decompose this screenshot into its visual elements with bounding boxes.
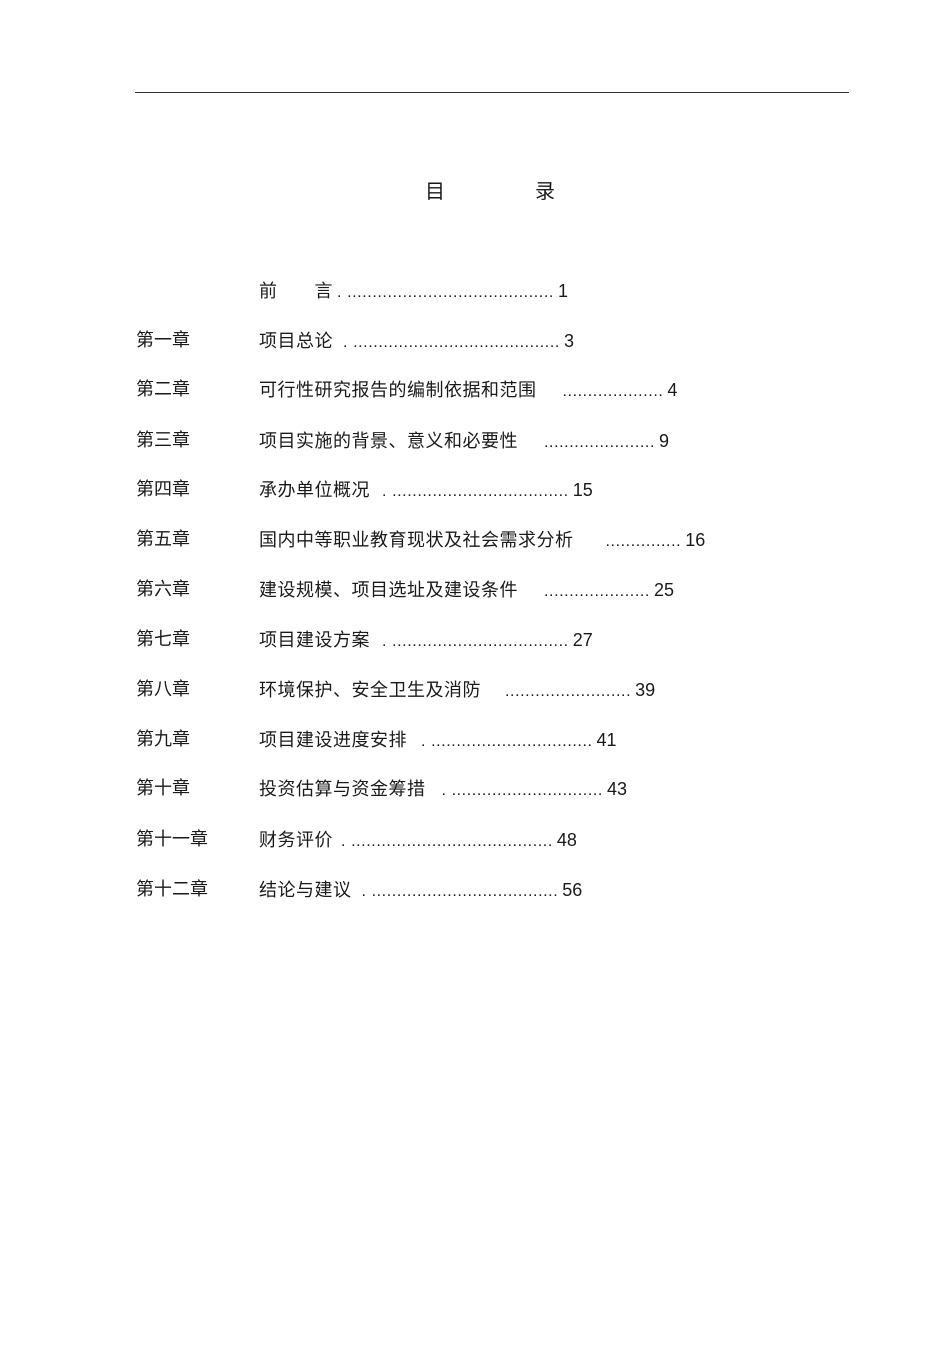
toc-entry-line: 环境保护、安全卫生及消防.........................39 (259, 677, 655, 705)
toc-dot-leader: ............... (605, 533, 682, 550)
toc-entry-title: 项目实施的背景、意义和必要性 (259, 431, 518, 452)
toc-page-number: 9 (659, 431, 670, 451)
toc-entry-title: 国内中等职业教育现状及社会需求分析 (259, 530, 574, 551)
toc-dot-leader: . ......................................… (341, 833, 553, 850)
toc-dot-leader: . ................................... (382, 633, 569, 650)
toc-page-number: 15 (572, 480, 593, 500)
toc-chapter-label: 第四章 (136, 479, 190, 500)
toc-entry-title: 项目总论 (259, 331, 333, 352)
toc-dot-leader: ......................... (505, 683, 632, 700)
toc-page-number: 1 (557, 281, 568, 301)
toc-entry-line: 投资估算与资金筹措 . .............................… (259, 776, 627, 804)
toc-entry-title: 结论与建议 (259, 880, 352, 901)
toc-page-number: 56 (562, 880, 583, 900)
toc-entry-line: 建设规模、项目选址及建设条件.....................25 (259, 577, 674, 605)
toc-page-number: 48 (556, 830, 577, 850)
toc-entry-title: 前 言 (259, 281, 333, 302)
toc-entry-line: 可行性研究报告的编制依据和范围....................4 (259, 377, 677, 405)
toc-dot-leader: ..................... (544, 583, 650, 600)
toc-entry-line: 前 言. ...................................… (259, 278, 568, 306)
toc-chapter-label: 第三章 (136, 430, 190, 451)
toc-entry-title: 投资估算与资金筹措 (259, 779, 426, 800)
toc-entry-title: 建设规模、项目选址及建设条件 (259, 580, 518, 601)
toc-entry-title: 环境保护、安全卫生及消防 (259, 680, 481, 701)
toc-page-number: 41 (596, 730, 617, 750)
toc-chapter-label: 第十一章 (136, 829, 208, 850)
toc-entry-title: 可行性研究报告的编制依据和范围 (259, 380, 537, 401)
toc-page-number: 3 (563, 331, 574, 351)
toc-dot-leader: . .............................. (441, 782, 603, 799)
toc-entry-line: 项目建设进度安排 . ..............................… (259, 727, 617, 755)
toc-heading-char-1: 目 (425, 179, 445, 203)
toc-chapter-label: 第十二章 (136, 879, 208, 900)
toc-chapter-label: 第一章 (136, 330, 190, 351)
toc-chapter-label: 第八章 (136, 679, 190, 700)
toc-page-number: 39 (635, 680, 656, 700)
toc-entry-title: 项目建设进度安排 (259, 730, 407, 751)
toc-page-number: 16 (685, 530, 706, 550)
toc-dot-leader: . ......................................… (343, 334, 560, 351)
toc-heading-char-2: 录 (535, 179, 555, 203)
toc-entry-line: 结论与建议 . .................................… (259, 877, 582, 905)
toc-page-number: 27 (572, 630, 593, 650)
toc-dot-leader: ...................... (544, 434, 655, 451)
toc-chapter-label: 第七章 (136, 629, 190, 650)
toc-dot-leader: . ..................................... (361, 883, 559, 900)
toc-chapter-label: 第二章 (136, 379, 190, 400)
toc-dot-leader: . ................................ (421, 733, 593, 750)
toc-chapter-label: 第十章 (136, 778, 190, 799)
toc-dot-leader: . ......................................… (337, 284, 554, 301)
toc-entry-title: 项目建设方案 (259, 630, 370, 651)
toc-chapter-label: 第六章 (136, 579, 190, 600)
toc-page-number: 43 (606, 779, 627, 799)
toc-dot-leader: .................... (562, 383, 664, 400)
toc-entry-line: 项目实施的背景、意义和必要性......................9 (259, 428, 669, 456)
toc-entry-title: 承办单位概况 (259, 480, 370, 501)
toc-page-number: 25 (653, 580, 674, 600)
toc-entry-line: 国内中等职业教育现状及社会需求分析...............16 (259, 527, 705, 555)
toc-chapter-label: 第九章 (136, 729, 190, 750)
toc-dot-leader: . ................................... (382, 483, 569, 500)
toc-entry-line: 项目总论 . ..................................… (259, 328, 574, 356)
toc-entry-line: 项目建设方案 . ................................… (259, 627, 593, 655)
toc-chapter-label: 第五章 (136, 529, 190, 550)
toc-entry-title: 财务评价 (259, 830, 333, 851)
header-rule (135, 92, 849, 93)
toc-entry-line: 财务评价 . ..................................… (259, 827, 577, 855)
toc-entry-line: 承办单位概况 . ................................… (259, 477, 593, 505)
toc-page-number: 4 (667, 380, 678, 400)
